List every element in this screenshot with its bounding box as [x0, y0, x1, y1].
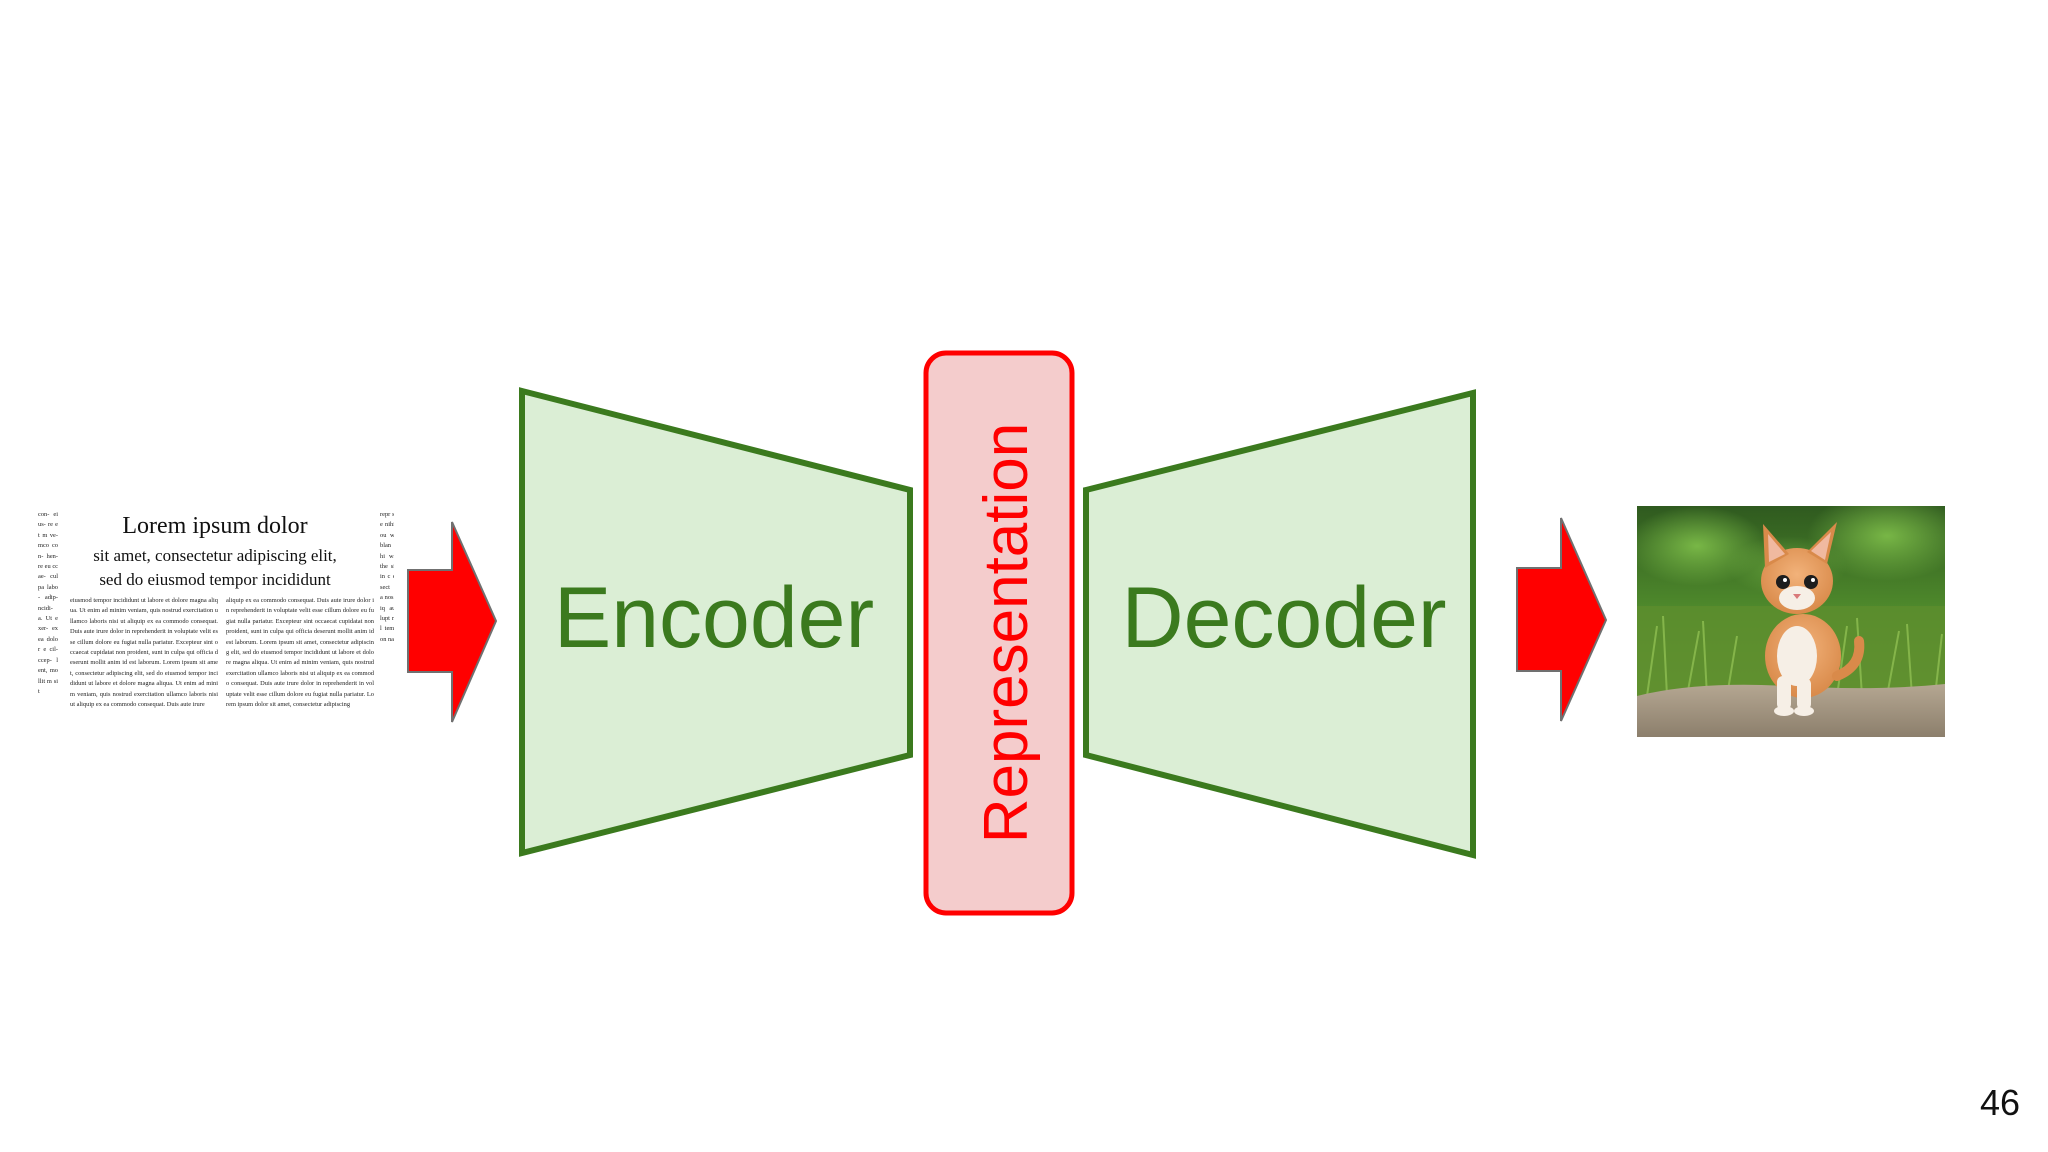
document-right-column: repr sore nihi cou was blan whi wait the… [380, 511, 394, 643]
input-arrow-icon [407, 521, 498, 723]
document-subtitle: sit amet, consectetur adipiscing elit, s… [62, 540, 368, 592]
document-headline: Lorem ipsum dolor sit amet, consectetur … [62, 512, 368, 592]
document-subtitle-line-1: sit amet, consectetur adipiscing elit, [93, 546, 337, 565]
output-arrow-icon [1516, 517, 1608, 722]
document-left-column: con- eius- re et m ve- mco con- hen- re … [38, 511, 58, 695]
slide-number: 46 [1979, 1082, 2020, 1123]
decoder-label: Decoder [1121, 570, 1446, 666]
representation-block [923, 350, 1075, 916]
output-kitten-photo [1637, 506, 1945, 737]
input-document: con- eius- re et m ve- mco con- hen- re … [38, 508, 394, 750]
encoder-label: Encoder [554, 570, 874, 666]
encoder-block [519, 387, 913, 857]
document-column-1: eiusmod tempor incididunt ut labore et d… [70, 597, 218, 709]
document-title: Lorem ipsum dolor [122, 513, 308, 539]
decoder-block [1083, 389, 1476, 859]
kitten-image [1637, 506, 1945, 737]
document-column-2: aliquip ex ea commodo consequat. Duis au… [226, 597, 374, 709]
document-subtitle-line-2: sed do eiusmod tempor incididunt [99, 570, 331, 589]
representation-label: Representation [972, 423, 1041, 844]
